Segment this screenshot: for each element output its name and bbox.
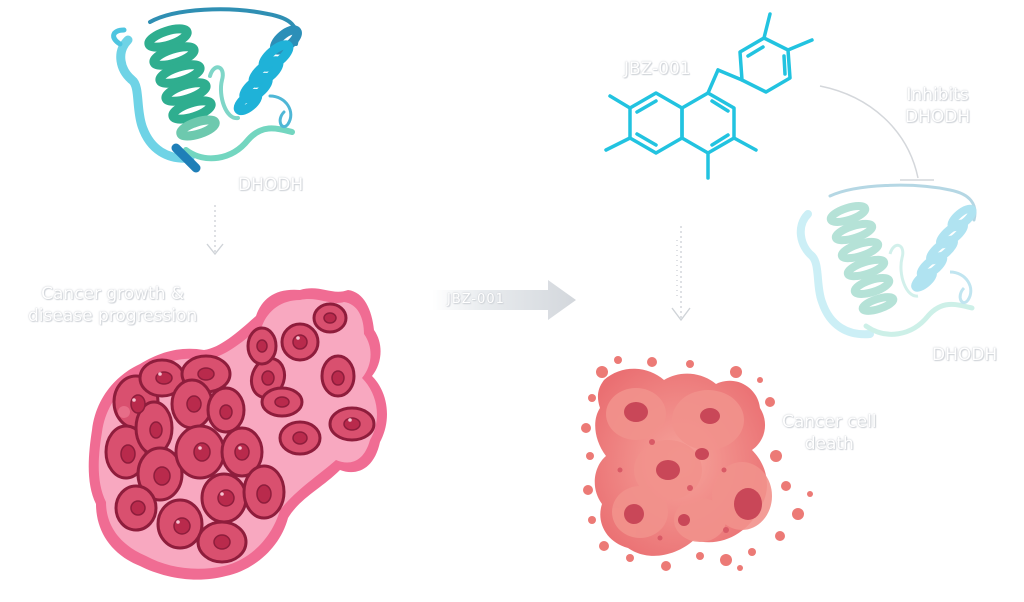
compound-label: JBZ-001 (624, 59, 691, 79)
tumor-mass (88, 288, 387, 580)
dhodh-protein-icon (111, 7, 302, 173)
arrow-label: JBZ-001 (447, 292, 505, 307)
cancer-cell-death-label: Cancer cell death (782, 412, 877, 454)
jbz-001-molecule-icon (604, 12, 814, 180)
inhibition-line (819, 85, 934, 181)
dhodh-inhibited-label: DHODH (932, 345, 998, 365)
down-arrow-right (671, 226, 691, 322)
treatment-arrow (432, 280, 576, 320)
cancer-growth-label: Cancer growth & disease progression (28, 284, 198, 326)
down-arrow-left (206, 205, 224, 256)
cancer-cells (104, 302, 376, 564)
dhodh-inhibited-protein-icon (796, 183, 977, 339)
dying-cancer-cells (581, 356, 813, 571)
inhibits-dhodh-label: Inhibits DHODH (905, 85, 971, 127)
green-helix-icon (144, 24, 220, 141)
blue-helix-icon (233, 25, 302, 116)
dhodh-label: DHODH (238, 175, 304, 195)
